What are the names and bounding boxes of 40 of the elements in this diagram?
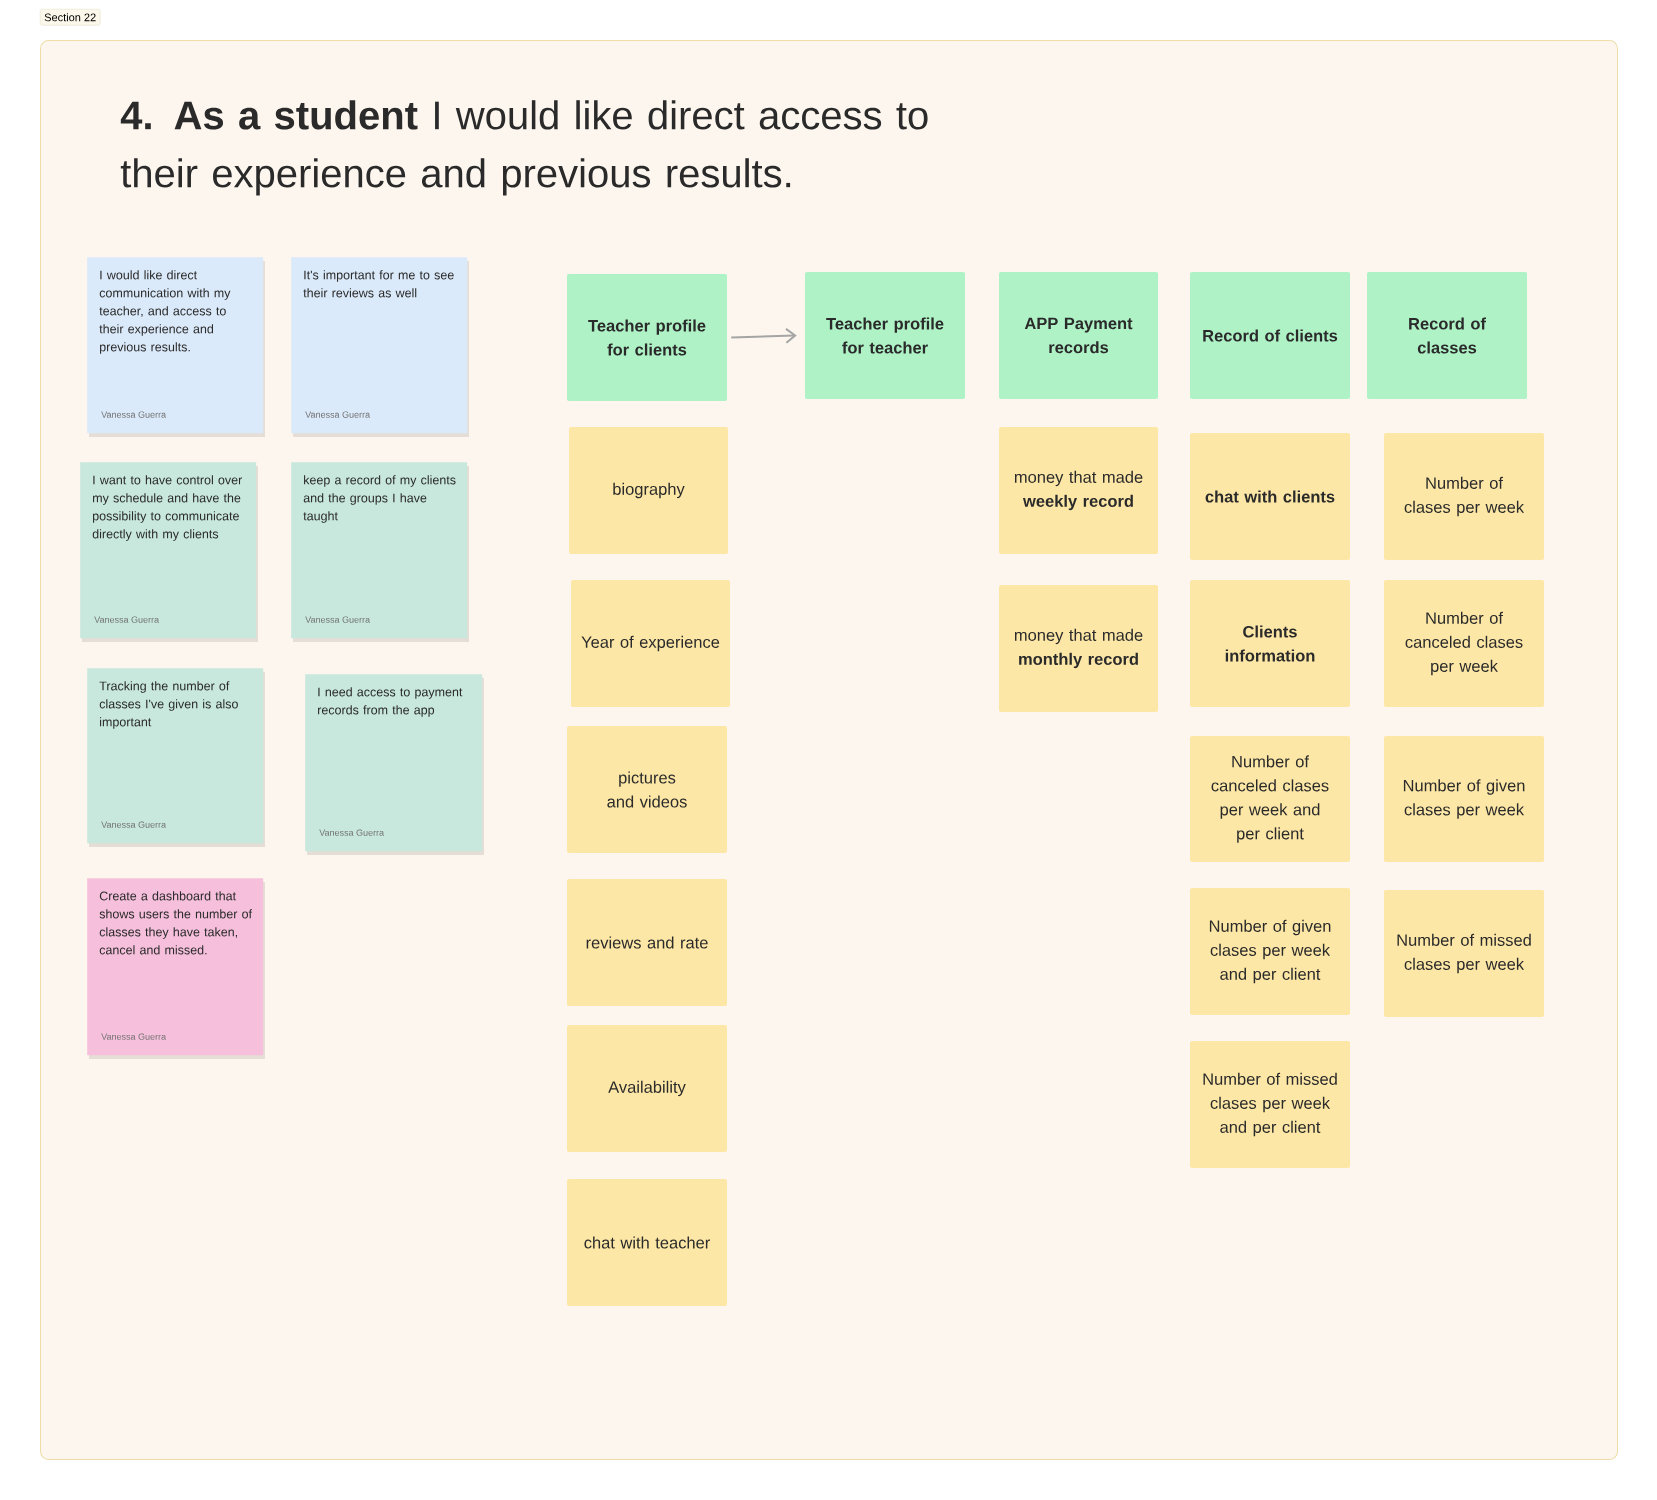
note-text: keep a record of my clients and the groups I have taught [303,475,456,523]
arrow [730,327,797,344]
sticky-note [80,462,258,642]
feature-card: pictures and videos [567,726,727,853]
note-text: Create a dashboard that shows users the number of classes they have taken, cancel and missed. [99,891,253,955]
feature-card: money that made weekly record [999,427,1158,554]
sticky-note [291,462,469,642]
feature-card: Clients information [1190,580,1350,707]
feature-card: Number of missed clases per week [1384,890,1544,1017]
author-name: Vanessa Guerra [101,821,167,828]
feature-card: Year of experience [571,580,730,707]
feature-card: Number of clases per week [1384,433,1544,560]
feature-card: Number of given clases per week [1384,736,1544,862]
feature-card: money that made monthly record [999,585,1158,712]
category-card: APP Payment records [999,272,1158,399]
sticky-note [87,668,265,847]
feature-card: chat with clients [1190,433,1350,560]
category-card: Teacher profile for clients [567,274,727,401]
section-label: Section 22 [40,9,101,26]
category-card: Record of classes [1367,272,1527,399]
note-text: I want to have control over my schedule and have the possibility to communicate directly with my clients [92,475,243,541]
feature-card: Number of canceled clases per week and per client [1190,736,1350,862]
author-name: Vanessa Guerra [94,616,160,623]
sticky-note [87,257,265,437]
author-name: Vanessa Guerra [305,616,371,623]
feature-card: Number of given clases per week and per client [1190,888,1350,1015]
note-text: I would like direct communication with my teacher, and access to their experience and previous results. [99,270,231,354]
note-text: Tracking the number of classes I've given is also important [99,681,238,729]
feature-card: reviews and rate [567,879,727,1006]
feature-card: chat with teacher [567,1179,727,1306]
author-name: Vanessa Guerra [101,411,167,418]
feature-card: Number of canceled clases per week [1384,580,1544,707]
feature-card: Number of missed clases per week and per client [1190,1041,1350,1168]
heading: 4. As a student I would like direct access to their experience and previous results. [120,100,928,196]
feature-card: Availability [567,1025,727,1152]
category-card: Teacher profile for teacher [805,272,965,399]
author-name: Vanessa Guerra [101,1033,167,1040]
category-card: Record of clients [1190,272,1350,399]
sticky-note [87,878,265,1059]
feature-card: biography [569,427,728,554]
